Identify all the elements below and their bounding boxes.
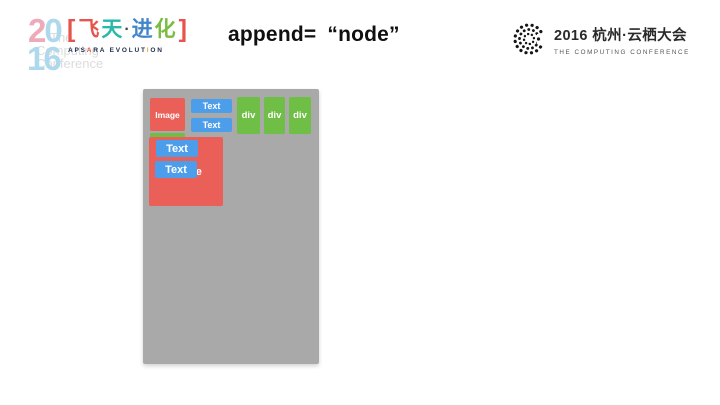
apsara-red-a: A xyxy=(86,47,94,54)
feitian-jinhua-wordmark: [ 飞 天 · 进 化 ] xyxy=(65,17,189,42)
apsara-orange-i: I xyxy=(146,47,151,54)
year-digit-2: 2 xyxy=(28,12,46,49)
large-text-node-1-label: Text xyxy=(166,142,188,155)
text-node-1-label: Text xyxy=(202,101,221,111)
div-node-1: div xyxy=(237,97,260,134)
conference-subtitle: THE COMPUTING CONFERENCE xyxy=(554,49,690,56)
text-node-1: Text xyxy=(191,99,232,113)
cn-middle-dot: · xyxy=(124,20,130,38)
large-text-node-1: Text xyxy=(156,140,198,157)
conference-logo: 2016 杭州·云栖大会 THE COMPUTING CONFERENCE xyxy=(511,21,690,57)
apsara-evolution-wordmark: APSARA EVOLUTION xyxy=(68,47,164,54)
div-node-3: div xyxy=(289,97,311,134)
bracket-right: ] xyxy=(178,15,187,43)
text-node-2: Text xyxy=(191,118,232,132)
year-digit-1: 1 xyxy=(27,40,45,77)
year-20: 20 xyxy=(28,12,63,49)
text-node-2-label: Text xyxy=(202,120,221,130)
ghost-text-conference: Conference xyxy=(36,56,104,71)
image-node-label: Image xyxy=(155,109,180,120)
year-16: 16 xyxy=(27,40,62,77)
div-node-1-label: div xyxy=(241,110,256,121)
ghost-text-computing: Computing xyxy=(36,43,99,58)
ghost-text-the: The xyxy=(50,30,73,45)
apsara-text-mid: RA EVOLUT xyxy=(93,47,147,54)
apsara-text-pre: APS xyxy=(68,47,87,54)
page-title: append= “node” xyxy=(228,23,400,46)
apsara-text-end: ON xyxy=(150,47,164,54)
div-node-3-label: div xyxy=(293,110,307,121)
year-digit-6: 6 xyxy=(43,40,61,77)
bracket-left: [ xyxy=(67,15,76,43)
large-text-node-2: Text xyxy=(155,161,197,178)
conference-text-block: 2016 杭州·云栖大会 THE COMPUTING CONFERENCE xyxy=(554,21,690,56)
div-node-2: div xyxy=(264,97,285,134)
large-text-node-2-label: Text xyxy=(165,163,187,176)
image-node: Image xyxy=(150,98,185,131)
cn-char-tian: 天 xyxy=(101,18,123,41)
conference-name: 2016 杭州·云栖大会 xyxy=(554,28,687,44)
cn-char-fei: 飞 xyxy=(78,18,100,41)
div-node-2-label: div xyxy=(267,110,282,121)
cn-char-hua: 化 xyxy=(154,18,176,41)
dotted-c-icon xyxy=(513,23,547,55)
diagram-canvas: Image Text Text div div div Image Text T… xyxy=(143,89,319,364)
apsara-evolution-logo: The Computing Conference 20 16 [ 飞 天 · 进… xyxy=(27,14,197,80)
cn-char-jin: 进 xyxy=(131,18,153,41)
year-digit-0: 0 xyxy=(44,12,62,49)
